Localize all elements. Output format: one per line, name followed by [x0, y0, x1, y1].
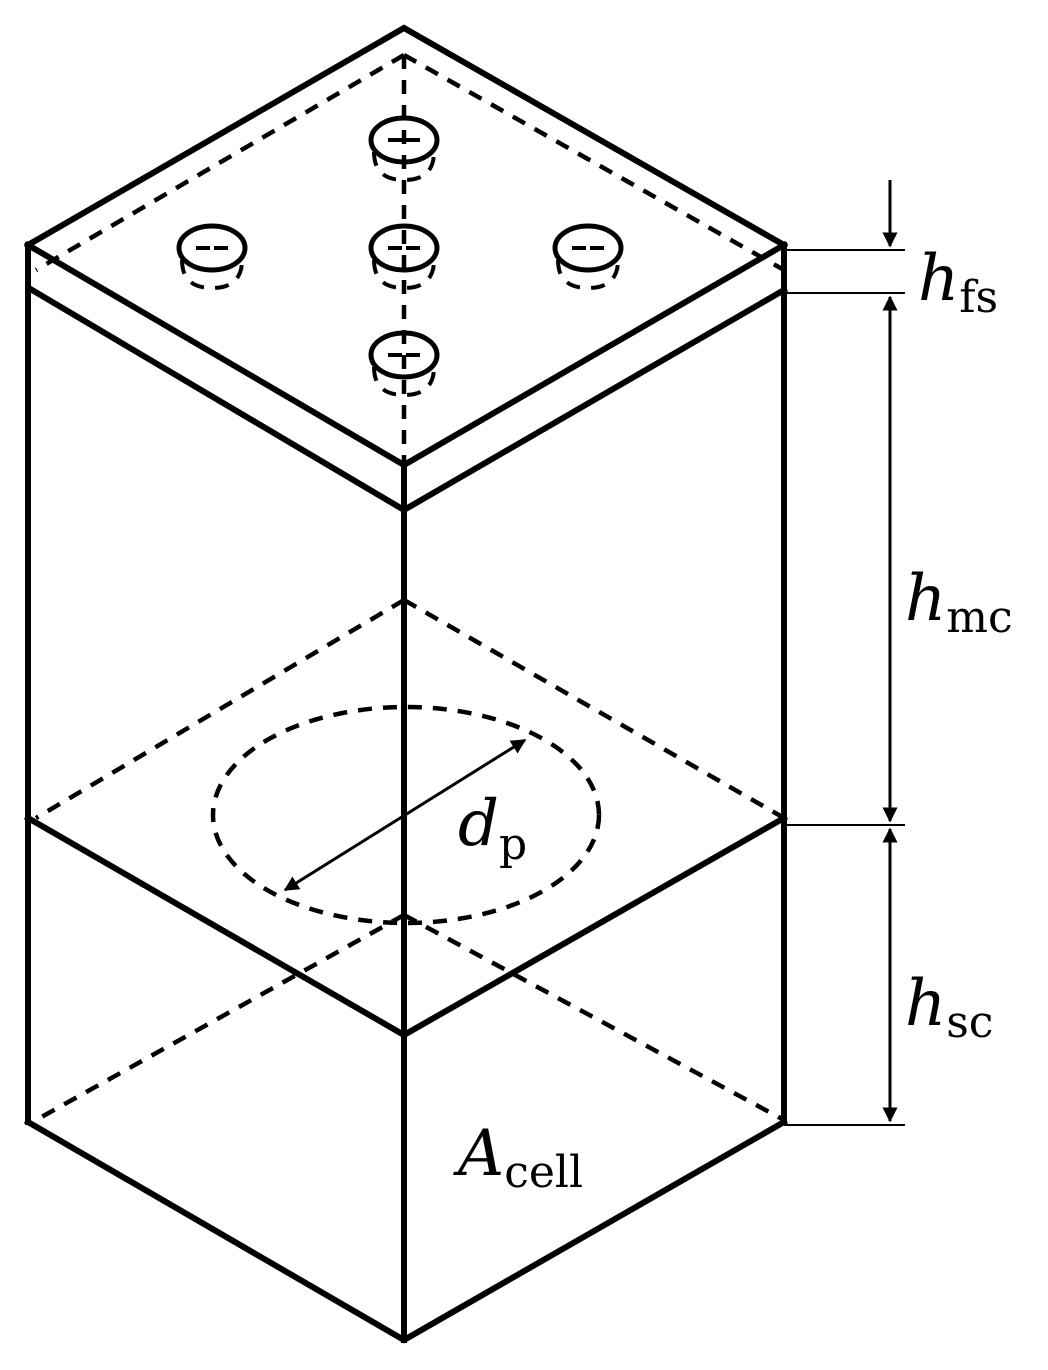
label-a-cell: Acell [453, 1117, 583, 1198]
box-outline [23, 24, 789, 1344]
nozzle-group [176, 115, 624, 398]
diameter-arrow [283, 738, 527, 892]
nozzle [368, 330, 440, 398]
label-h-sc: hsc [905, 967, 993, 1048]
label-h-fs: hfs [918, 242, 998, 323]
label-d-p: dp [458, 787, 527, 870]
hidden-edges [34, 53, 786, 1122]
plume-circle [210, 704, 602, 926]
nozzle [176, 223, 248, 291]
nozzle [552, 223, 624, 291]
nozzle [368, 223, 440, 291]
dimension-lines [784, 180, 905, 1126]
label-h-mc: hmc [905, 562, 1013, 643]
nozzle [368, 115, 440, 183]
